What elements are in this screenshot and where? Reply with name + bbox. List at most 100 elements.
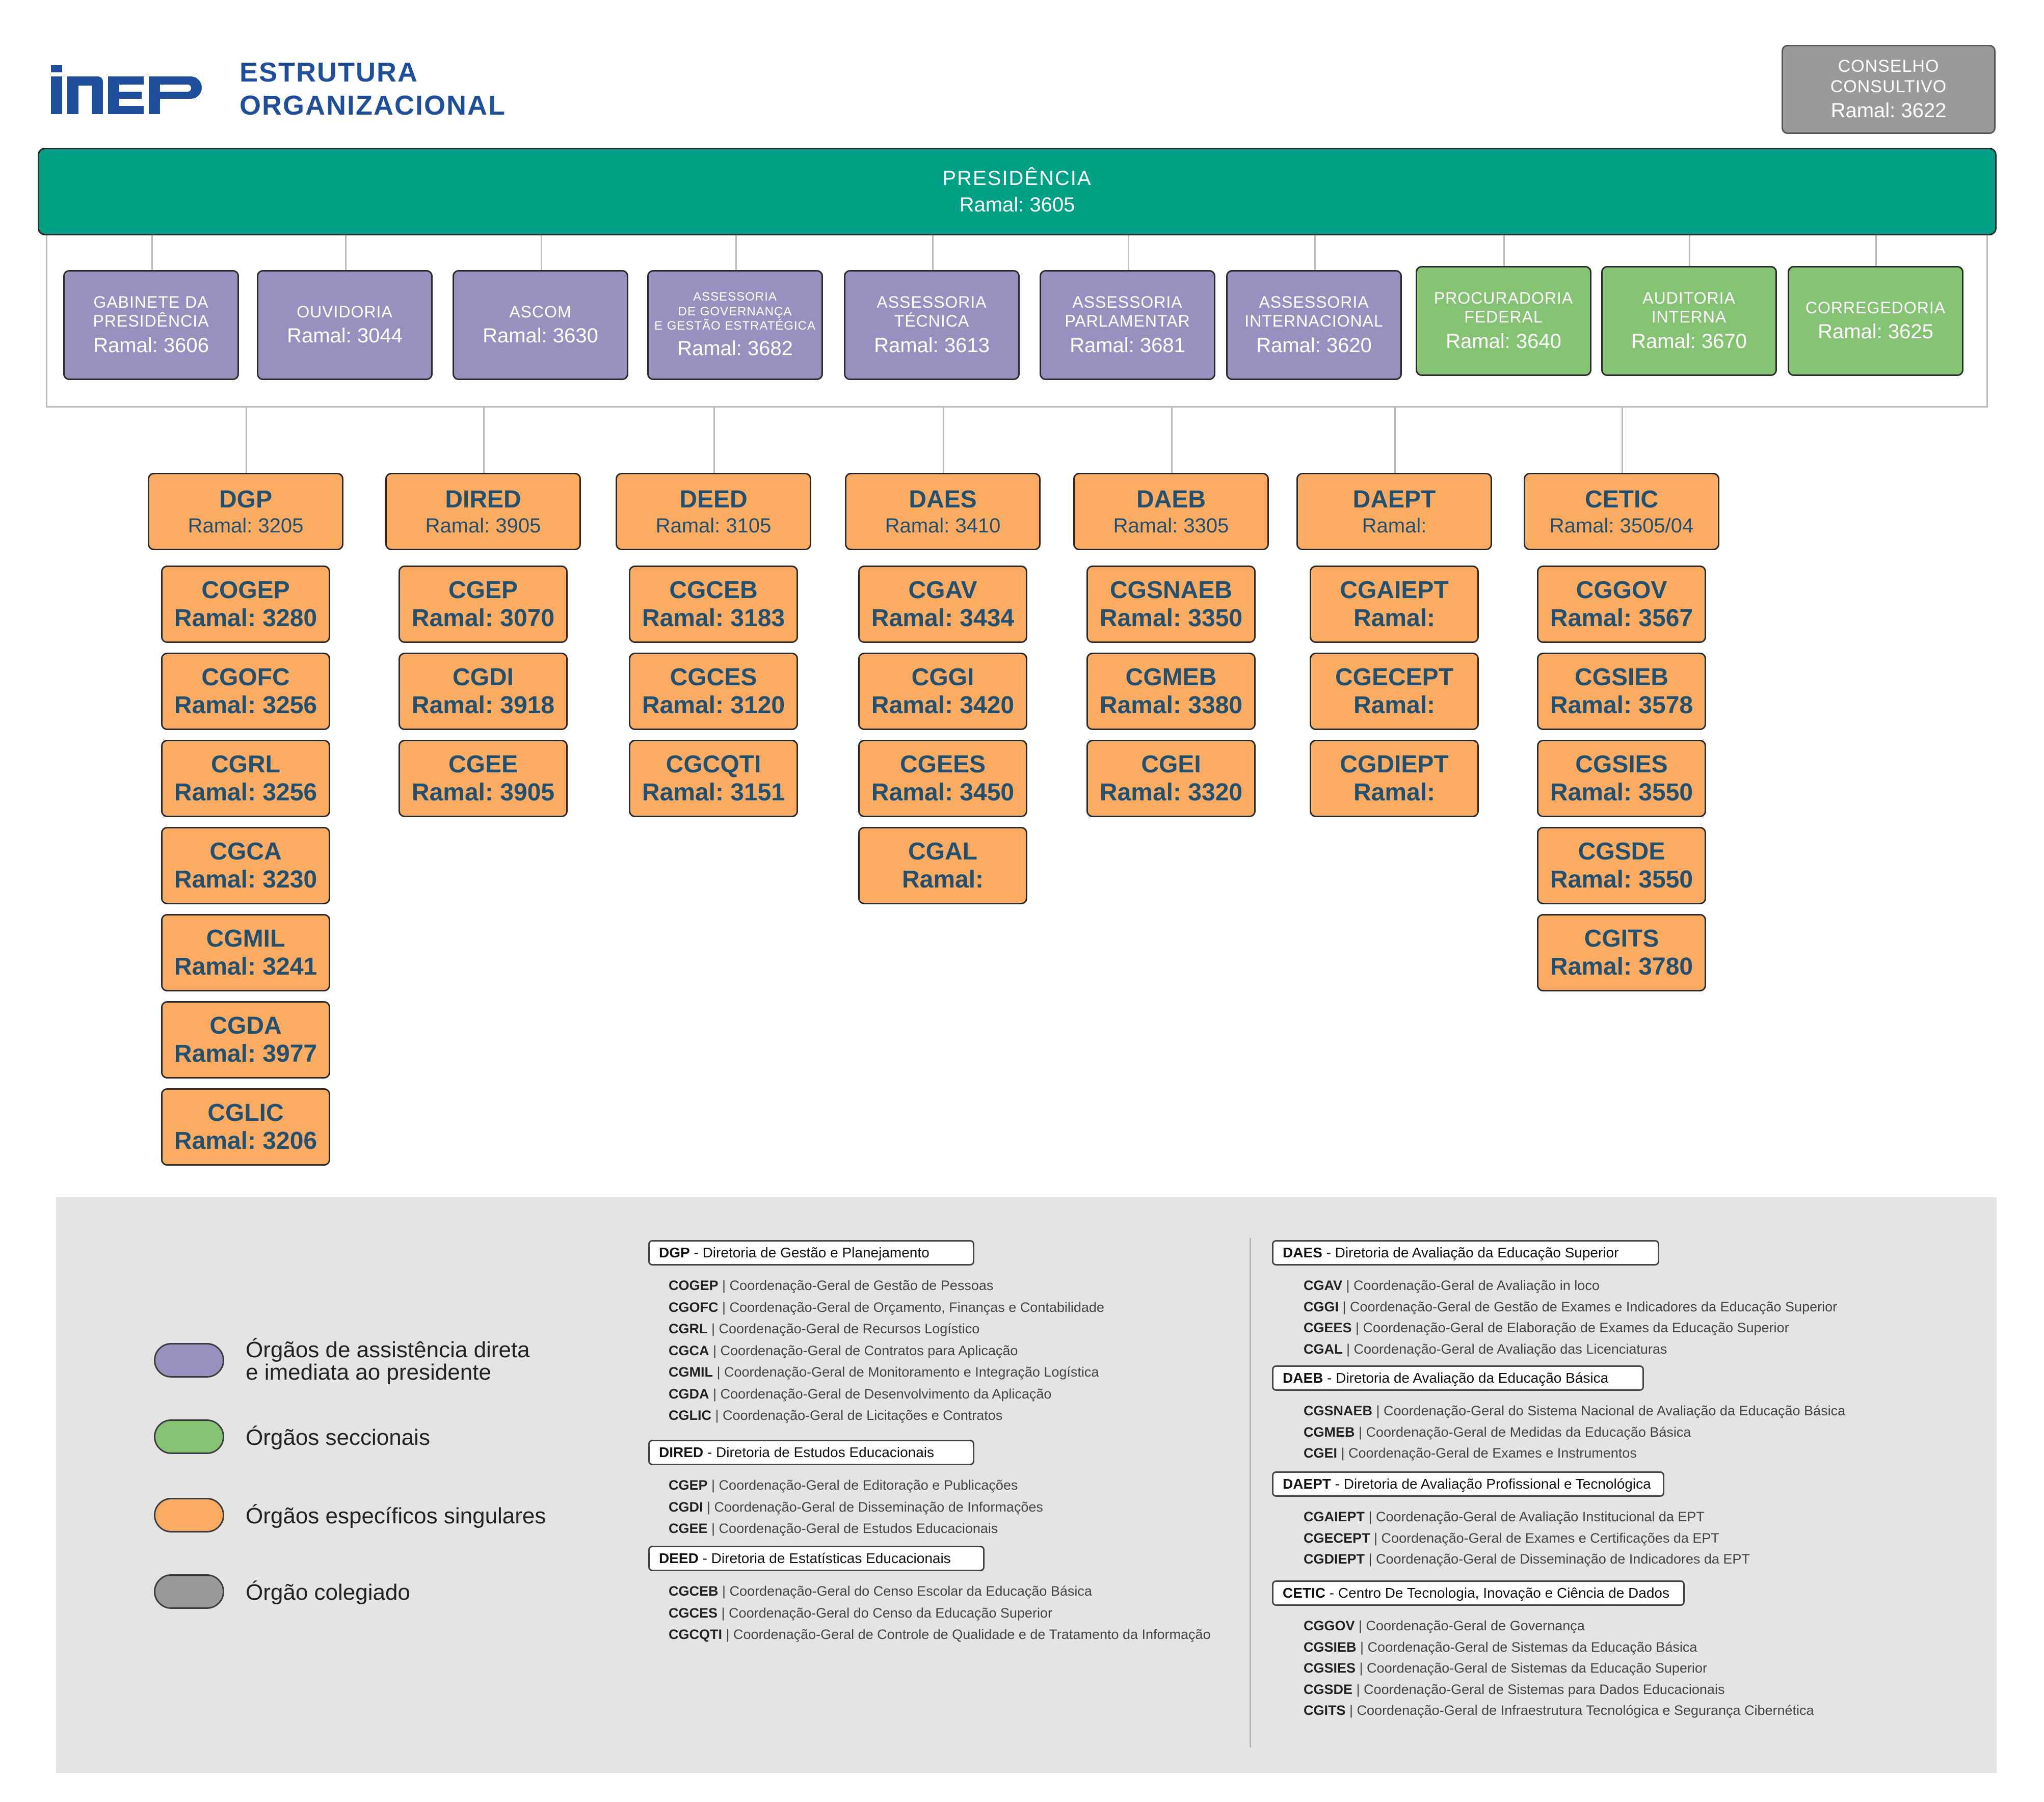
- assistencia-name-line: TÉCNICA: [894, 312, 970, 330]
- glossary-item-desc: | Coordenação-Geral de Infraestrutura Te…: [1345, 1703, 1814, 1718]
- assistencia-name-line: DE GOVERNANÇA: [678, 304, 792, 318]
- glossary-item: CGLIC | Coordenação-Geral de Licitações …: [669, 1408, 1002, 1423]
- glossary-item-abbr: CGDIEPT: [1304, 1551, 1365, 1567]
- glossary-item-abbr: CGLIC: [669, 1408, 711, 1423]
- coordenacao-name: CGEE: [448, 750, 518, 778]
- legend-label-line: Órgãos seccionais: [246, 1425, 430, 1450]
- glossary-heading: DIRED - Diretoria de Estudos Educacionai…: [648, 1440, 974, 1465]
- glossary-item: CGSNAEB | Coordenação-Geral do Sistema N…: [1304, 1403, 1845, 1419]
- glossary-item-abbr: CGCES: [669, 1605, 718, 1621]
- glossary-heading-desc: - Diretoria de Avaliação da Educação Sup…: [1322, 1245, 1619, 1260]
- presidencia-box[interactable]: PRESIDÊNCIA Ramal: 3605: [38, 148, 1997, 235]
- diretoria-ramal: Ramal: 3505/04: [1549, 514, 1694, 537]
- glossary-item: CGOFC | Coordenação-Geral de Orçamento, …: [669, 1300, 1104, 1315]
- legend-label: Órgãos específicos singulares: [246, 1505, 546, 1527]
- conselho-consultivo-box[interactable]: CONSELHO CONSULTIVO Ramal: 3622: [1782, 45, 1996, 134]
- seccional-ramal: Ramal: 3670: [1631, 330, 1747, 353]
- coordenacao-name: CGEI: [1141, 750, 1201, 778]
- connector-vertical: [1314, 235, 1316, 270]
- coordenacao-ramal: Ramal: 3183: [642, 605, 785, 632]
- page-title-line1: ESTRUTURA: [240, 57, 418, 88]
- assistencia-name-line: PARLAMENTAR: [1065, 312, 1190, 330]
- bracket-left: [46, 235, 47, 408]
- conselho-line1: CONSELHO: [1838, 57, 1940, 76]
- connector-vertical: [1622, 408, 1623, 473]
- glossary-item: CGDI | Coordenação-Geral de Disseminação…: [669, 1499, 1043, 1515]
- glossary-item-abbr: CGSIEB: [1304, 1639, 1357, 1655]
- glossary-item: CGDIEPT | Coordenação-Geral de Dissemina…: [1304, 1551, 1750, 1567]
- assistencia-name-line: E GESTÃO ESTRATÉGICA: [654, 319, 816, 333]
- assistencia-name-line: ASSESSORIA: [1072, 293, 1183, 312]
- glossary-item-desc: | Coordenação-Geral de Governança: [1355, 1618, 1585, 1633]
- legend-panel: [56, 1197, 1997, 1773]
- coordenacao-name: COGEP: [201, 576, 290, 604]
- glossary-item-abbr: CGCA: [669, 1342, 709, 1358]
- assistencia-ramal: Ramal: 3606: [93, 334, 209, 357]
- seccional-name-line: FEDERAL: [1464, 308, 1543, 326]
- glossary-item-desc: | Coordenação-Geral de Disseminação de I…: [1365, 1551, 1750, 1567]
- connector-vertical: [932, 235, 934, 270]
- coordenacao-ramal: Ramal: 3567: [1550, 605, 1693, 632]
- glossary-item-abbr: CGDA: [669, 1386, 709, 1402]
- assistencia-ramal: Ramal: 3613: [874, 334, 990, 357]
- coordenacao-name: CGEP: [448, 576, 518, 604]
- coordenacao-name: CGMEB: [1125, 663, 1217, 691]
- glossary-item-abbr: CGCEB: [669, 1583, 719, 1599]
- glossary-heading-desc: - Diretoria de Avaliação Profissional e …: [1331, 1476, 1651, 1492]
- legend-label-line: Órgãos de assistência direta: [246, 1337, 530, 1362]
- coordenacao-name: CGRL: [211, 750, 280, 778]
- legend-swatch: [154, 1419, 224, 1454]
- inep-logo: [51, 65, 204, 114]
- page-title-line2: ORGANIZACIONAL: [240, 90, 506, 121]
- glossary-item-desc: | Coordenação-Geral de Exames e Certific…: [1370, 1530, 1719, 1546]
- coordenacao-ramal: Ramal: 3550: [1550, 779, 1693, 806]
- coordenacao-ramal: Ramal: 3070: [411, 605, 555, 632]
- assistencia-name-line: OUVIDORIA: [297, 302, 393, 321]
